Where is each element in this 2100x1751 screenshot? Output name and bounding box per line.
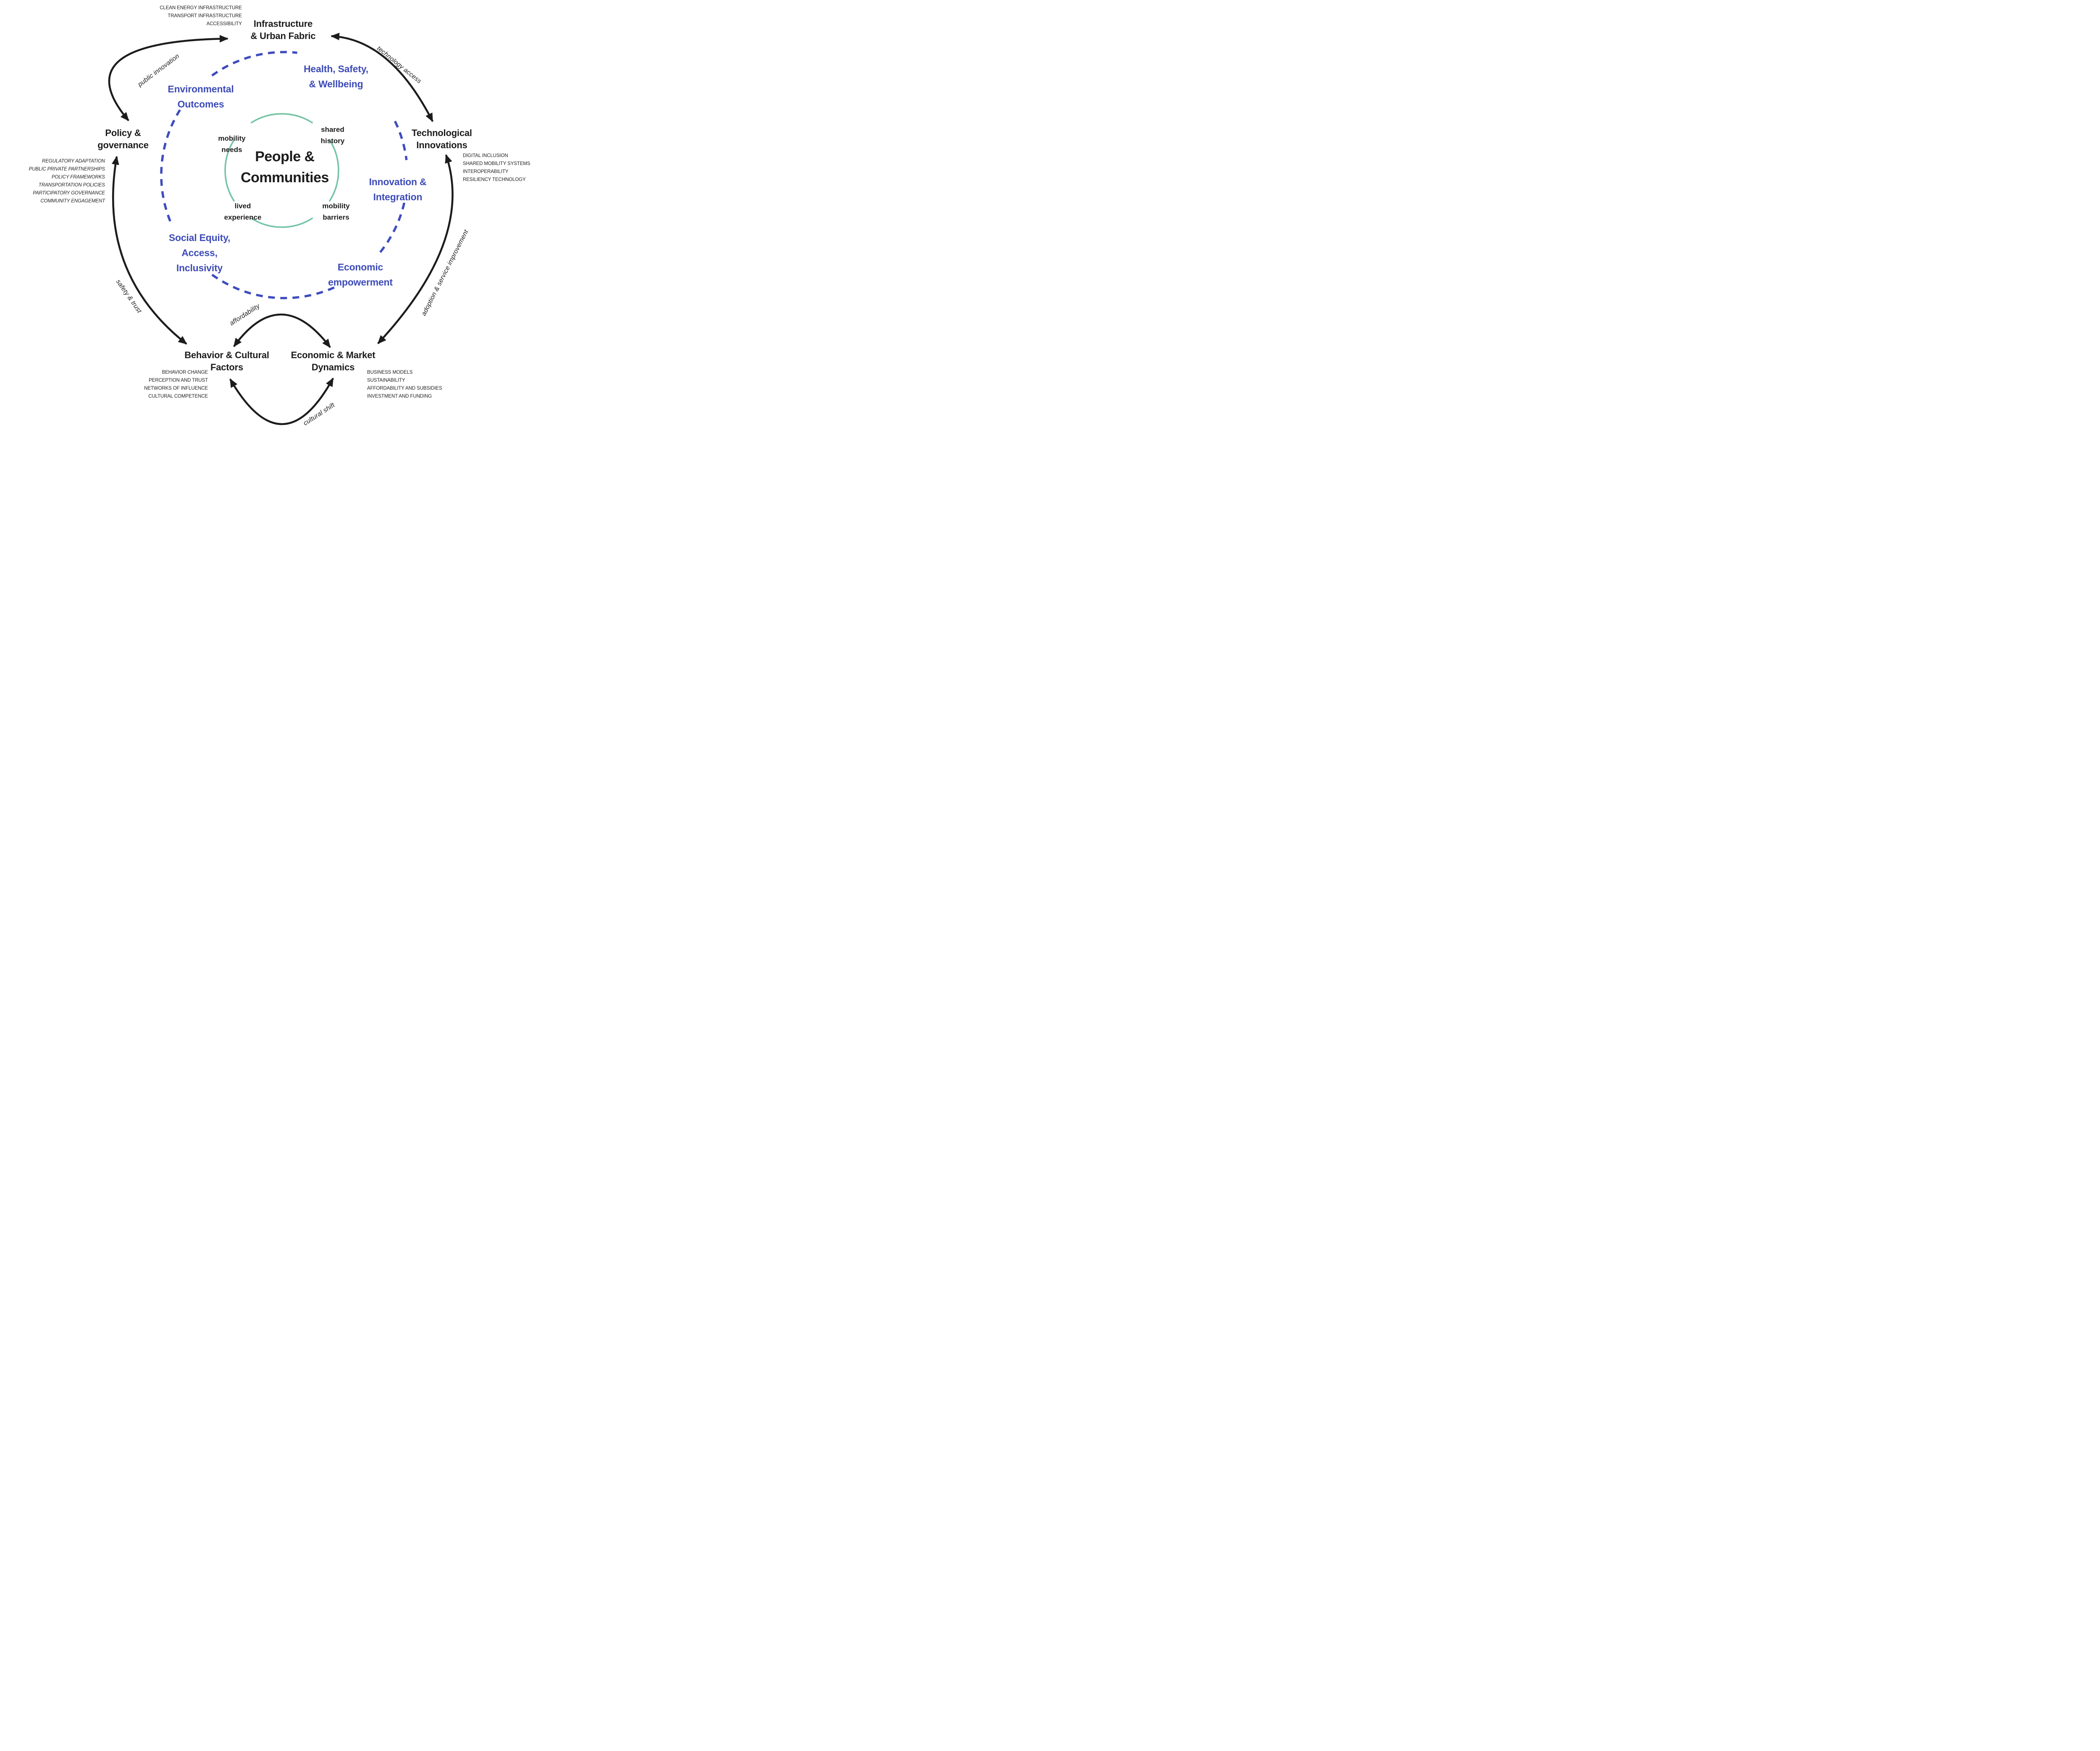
arrow-affordability — [233, 313, 331, 348]
diagram-artwork — [108, 32, 454, 425]
dashed-ring-arc-left — [160, 109, 181, 222]
people-circle-arc-left — [224, 139, 235, 202]
arrow-cultural-shift — [229, 377, 334, 425]
list-item: INVESTMENT AND FUNDING — [367, 394, 432, 399]
node-behavior-list: BEHAVIOR CHANGE PERCEPTION AND TRUST NET… — [144, 369, 208, 401]
list-item: BUSINESS MODELS — [367, 370, 413, 375]
list-item: CULTURAL COMPETENCE — [148, 394, 208, 399]
outer-flow-arrows — [108, 32, 454, 425]
dashed-ring-arc-top — [211, 51, 297, 77]
list-item: CLEAN ENERGY INFRASTRUCTURE — [160, 5, 242, 10]
list-item: SHARED MOBILITY SYSTEMS — [463, 161, 530, 166]
facet-mobility-needs: mobility needs — [218, 134, 246, 154]
node-behavior-label: Behavior & Cultural Factors — [184, 350, 269, 372]
arrow-adoption-service — [377, 154, 454, 344]
ring-label-health-safety-wellbeing: Health, Safety, & Wellbeing — [304, 63, 368, 89]
dashed-ring-arc-right — [378, 202, 406, 255]
arrow-public-innovation — [108, 35, 228, 121]
node-infrastructure-list: CLEAN ENERGY INFRASTRUCTURE TRANSPORT IN… — [160, 4, 242, 28]
people-circle-arc-bottom — [250, 217, 313, 228]
node-economic-market-list: BUSINESS MODELS SUSTAINABILITY AFFORDABI… — [367, 369, 442, 401]
list-item: TRANSPORTATION POLICIES — [38, 183, 105, 188]
dashed-ring-arc-bottom — [207, 271, 335, 299]
facet-mobility-barriers: mobility barriers — [322, 202, 350, 221]
ring-label-economic-empowerment: Economic empowerment — [328, 262, 393, 288]
ring-label-innovation-integration: Innovation & Integration — [369, 176, 427, 202]
list-item: PARTICIPATORY GOVERNANCE — [33, 191, 105, 196]
center-title: People & Communities — [241, 149, 329, 186]
diagram-canvas: People & Communities mobility needs shar… — [0, 0, 553, 438]
node-technological-label: Technological Innovations — [412, 128, 472, 150]
node-economic-market-label: Economic & Market Dynamics — [291, 350, 375, 372]
list-item: SUSTAINABILITY — [367, 378, 405, 383]
list-item: PERCEPTION AND TRUST — [149, 378, 208, 383]
list-item: ACCESSIBILITY — [206, 21, 242, 26]
list-item: PUBLIC PRIVATE PARTNERSHIPS — [29, 167, 105, 172]
dashed-ring-arc-topright — [394, 121, 408, 160]
facet-shared-history: shared history — [320, 126, 345, 145]
node-policy-list: REGULATORY ADAPTATION PUBLIC PRIVATE PAR… — [29, 157, 105, 205]
facet-lived-experience: lived experience — [224, 202, 262, 221]
ring-label-environmental-outcomes: Environmental Outcomes — [168, 84, 234, 110]
arrow-technology-access — [331, 32, 434, 122]
list-item: INTEROPERABILITY — [463, 169, 509, 174]
arrow-safety-trust — [111, 156, 187, 345]
list-item: NETWORKS OF INFLUENCE — [144, 386, 208, 391]
node-infrastructure-label: Infrastructure & Urban Fabric — [250, 18, 316, 41]
list-item: TRANSPORT INFRASTRUCTURE — [168, 13, 242, 18]
node-policy-label: Policy & governance — [97, 128, 149, 150]
list-item: DIGITAL INCLUSION — [463, 153, 508, 158]
list-item: COMMUNITY ENGAGEMENT — [40, 199, 105, 204]
list-item: POLICY FRAMEWORKS — [51, 175, 105, 180]
list-item: BEHAVIOR CHANGE — [162, 370, 208, 375]
list-item: RESILIENCY TECHNOLOGY — [463, 177, 526, 182]
node-technological-list: DIGITAL INCLUSION SHARED MOBILITY SYSTEM… — [463, 152, 530, 184]
people-circle-arc-right — [328, 139, 339, 202]
list-item: AFFORDABILITY AND SUBSIDIES — [367, 386, 442, 391]
ring-label-social-equity: Social Equity, Access, Inclusivity — [168, 232, 231, 273]
people-circle-arc-top — [250, 113, 313, 124]
people-circle — [224, 113, 339, 228]
list-item: REGULATORY ADAPTATION — [42, 159, 105, 164]
